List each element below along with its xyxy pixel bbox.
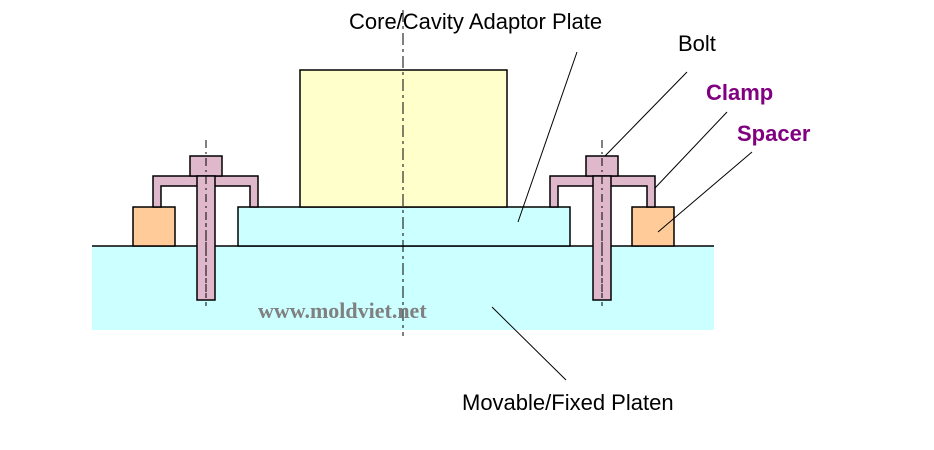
label-clamp: Clamp [706,80,773,105]
label-bolt: Bolt [678,31,716,56]
right-clamp [549,175,656,208]
leader-spacer [657,151,753,233]
label-platen: Movable/Fixed Platen [462,390,674,415]
right-spacer [631,206,675,247]
leader-clamp [654,111,728,189]
left-clamp [152,175,259,208]
leader-bolt [604,71,688,157]
leader-platen [491,306,567,381]
label-spacer: Spacer [737,121,811,146]
left-clamp-assembly [132,140,259,306]
leader-adaptor-plate [517,51,578,223]
left-spacer [132,206,176,247]
label-adaptor-plate: Core/Cavity Adaptor Plate [349,9,602,34]
core-cavity-block [299,69,508,208]
right-clamp-assembly [549,140,675,306]
adaptor-plate [237,206,571,247]
watermark: www.moldviet.net [258,298,427,323]
